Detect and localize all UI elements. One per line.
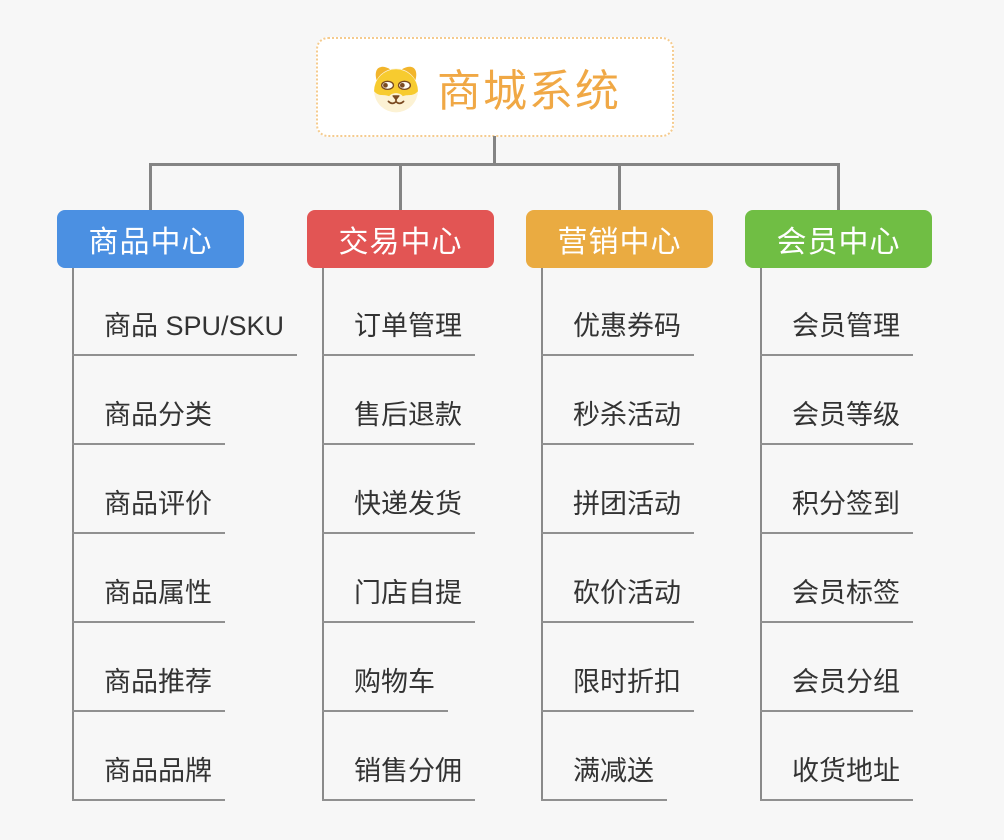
connector-drop-3: [618, 163, 621, 211]
connector-trunk-1: [72, 268, 74, 801]
leaf-node[interactable]: 会员管理: [760, 306, 913, 356]
leaf-node[interactable]: 商品分类: [72, 395, 225, 445]
branch-node-trade-center[interactable]: 交易中心: [307, 210, 494, 268]
leaf-node[interactable]: 砍价活动: [541, 573, 694, 623]
connector-drop-1: [149, 163, 152, 211]
dog-face-icon: [374, 66, 418, 113]
leaf-node[interactable]: 秒杀活动: [541, 395, 694, 445]
leaf-node[interactable]: 限时折扣: [541, 662, 694, 712]
leaf-node[interactable]: 收货地址: [760, 751, 913, 801]
connector-trunk-4: [760, 268, 762, 801]
leaf-node[interactable]: 订单管理: [322, 306, 475, 356]
leaf-node[interactable]: 商品评价: [72, 484, 225, 534]
connector-trunk-3: [541, 268, 543, 801]
leaf-node[interactable]: 快递发货: [322, 484, 475, 534]
connector-trunk-2: [322, 268, 324, 801]
leaf-node[interactable]: 门店自提: [322, 573, 475, 623]
leaf-node[interactable]: 商品属性: [72, 573, 225, 623]
connector-horizontal-bar: [149, 163, 840, 166]
leaf-node[interactable]: 会员分组: [760, 662, 913, 712]
leaf-node[interactable]: 满减送: [541, 751, 667, 801]
leaf-node[interactable]: 会员标签: [760, 573, 913, 623]
leaf-node[interactable]: 拼团活动: [541, 484, 694, 534]
leaf-node[interactable]: 售后退款: [322, 395, 475, 445]
leaf-node[interactable]: 会员等级: [760, 395, 913, 445]
leaf-node[interactable]: 商品品牌: [72, 751, 225, 801]
branch-node-member-center[interactable]: 会员中心: [745, 210, 932, 268]
branch-node-product-center[interactable]: 商品中心: [57, 210, 244, 268]
root-node-title: 商城系统: [437, 67, 621, 116]
connector-root-drop: [493, 136, 496, 164]
branch-node-marketing-center[interactable]: 营销中心: [526, 210, 713, 268]
leaf-node[interactable]: 优惠券码: [541, 306, 694, 356]
leaf-node[interactable]: 商品 SPU/SKU: [72, 306, 298, 356]
leaf-node[interactable]: 商品推荐: [72, 662, 225, 712]
leaf-node[interactable]: 销售分佣: [322, 751, 475, 801]
connector-drop-2: [399, 163, 402, 211]
connector-drop-4: [837, 163, 840, 211]
root-node[interactable]: 商城系统: [316, 37, 674, 137]
leaf-node[interactable]: 购物车: [322, 662, 448, 712]
leaf-node[interactable]: 积分签到: [760, 484, 913, 534]
